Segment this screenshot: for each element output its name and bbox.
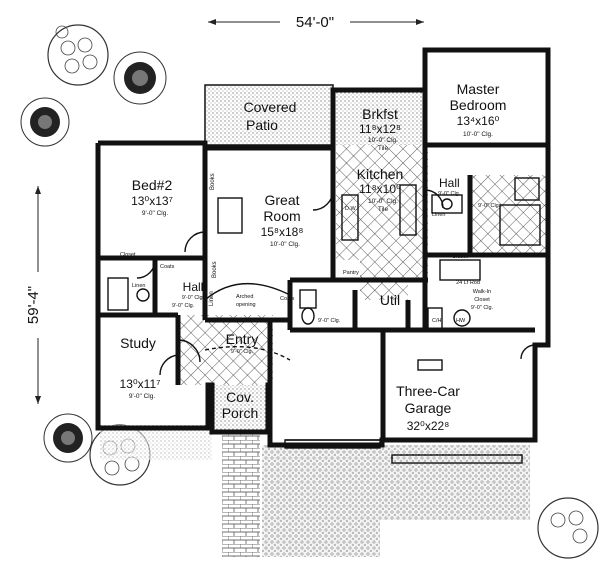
tree-dark-2 [20,97,70,147]
label-study: Study 13⁰x11⁷ 9'-0" Clg. [120,335,161,400]
interior-walls [98,90,548,440]
shrub-bottom-right [537,497,599,559]
svg-text:Kitchen: Kitchen [357,166,404,182]
svg-text:Porch: Porch [222,405,259,421]
driveway-area [262,445,530,557]
depth-label: 59'-4" [25,286,42,324]
shrub-top-left [47,24,109,86]
bath-clg-label: 9'-0" Clg. [172,303,195,309]
left-bed-planting [100,425,212,460]
closet-bed2-label: Closet [120,252,136,258]
svg-text:Hall: Hall [439,176,460,190]
dimension-width: 54'-0" [208,14,424,31]
label-covered-patio: Covered Patio [244,99,297,133]
svg-text:Master: Master [457,81,500,97]
tree-dark-3 [43,413,93,463]
label-cov-porch: Cov. Porch [222,389,259,421]
svg-text:Covered: Covered [244,99,297,115]
svg-text:Util: Util [380,292,400,308]
svg-text:Bed#2: Bed#2 [132,177,173,193]
label-bed2: Bed#2 13⁰x13⁷ 9'-0" Clg. [131,177,173,217]
svg-text:Great: Great [264,192,299,208]
covered-patio-floor [204,84,334,146]
linen-master-label: Linen [432,212,445,218]
svg-text:Brkfst: Brkfst [362,106,398,122]
svg-text:Hall: Hall [183,280,204,294]
svg-text:10'-0" Clg.: 10'-0" Clg. [270,241,300,248]
svg-text:9'-0" Clg.: 9'-0" Clg. [142,210,169,217]
closet-master-label: Closet [452,254,468,260]
svg-text:9'-0" Clg.: 9'-0" Clg. [471,305,494,311]
svg-text:Bedroom: Bedroom [450,97,507,113]
coats-entry-label: Coats [280,296,295,302]
entry-tile [178,315,273,385]
svg-text:24 Lf Rod: 24 Lf Rod [456,280,480,286]
svg-text:Closet: Closet [474,297,490,303]
svg-text:15⁸x18⁸: 15⁸x18⁸ [261,225,304,239]
label-brkfst: Brkfst 11⁸x12⁸ 10'-0" Clg. Tile [359,106,401,152]
label-util: Util [380,292,400,308]
hw-label: HW [456,318,466,324]
label-entry: Entry 9'-0" Clg. [226,331,259,355]
svg-text:9'-0" Clg.: 9'-0" Clg. [438,191,461,197]
dw-label: D.W. [345,206,357,212]
svg-text:9'-0" Clg.: 9'-0" Clg. [231,349,254,355]
svg-text:Study: Study [120,335,156,351]
svg-text:Entry: Entry [226,331,259,347]
dimension-depth: 59'-4" [25,186,42,404]
books-left-label: Books [210,173,216,190]
tree-dark-1 [113,51,167,105]
svg-text:Garage: Garage [405,400,452,416]
label-master-bedroom: Master Bedroom 13⁴x16⁰ 10'-0" Clg. [450,81,507,138]
kitchen-tile-floor [336,145,428,300]
walkway-bricks [222,432,260,557]
linen-entry-label: Linen [209,291,215,306]
arched-label-1: Arched [236,294,253,300]
svg-text:Three-Car: Three-Car [396,383,460,399]
label-hall-master: Hall 9'-0" Clg. [438,176,461,197]
pantry-label: Pantry [343,270,359,276]
svg-text:Tile: Tile [378,206,389,213]
wc-clg-label: 9'-0" Clg. [318,318,341,324]
svg-text:13⁴x16⁰: 13⁴x16⁰ [457,114,500,128]
svg-text:10'-0" Clg.: 10'-0" Clg. [463,131,493,138]
bath-master-clg-label: 9'-0" Clg. [478,203,501,209]
brkfst-floor [335,90,425,145]
label-walkin-closet: 24 Lf Rod Walk-In Closet 9'-0" Clg. [456,280,494,311]
coats-hall-label: Coats [160,264,175,270]
label-great-room: Great Room 15⁸x18⁸ 10'-0" Clg. [261,192,304,248]
svg-text:32⁰x22⁸: 32⁰x22⁸ [407,419,450,433]
svg-text:10'-0" Clg.: 10'-0" Clg. [368,137,398,144]
svg-text:Room: Room [263,208,300,224]
small-labels: Closet Closet Coats Coats Linen Linen Li… [120,173,501,324]
width-label: 54'-0" [296,14,334,31]
arched-label-2: opening [236,302,256,308]
svg-text:Cov.: Cov. [226,389,254,405]
svg-text:Patio: Patio [246,117,278,133]
svg-text:Walk-In: Walk-In [473,289,491,295]
label-hall: Hall 9'-0" Clg. [182,280,205,301]
ch-label: C/H [432,318,442,324]
svg-text:9'-0" Clg.: 9'-0" Clg. [182,295,205,301]
svg-text:10'-0" Clg.: 10'-0" Clg. [368,198,398,205]
svg-text:11⁸x12⁸: 11⁸x12⁸ [359,122,401,136]
books-right-label: Books [212,261,218,278]
svg-text:9'-0" Clg.: 9'-0" Clg. [129,393,156,400]
svg-text:11⁸x10⁰: 11⁸x10⁰ [359,182,401,196]
fixtures [107,177,541,464]
svg-text:13⁰x11⁷: 13⁰x11⁷ [120,377,161,391]
svg-text:13⁰x13⁷: 13⁰x13⁷ [131,194,173,208]
porch-floor [212,385,268,433]
svg-text:Tile: Tile [378,145,389,152]
master-bath-tile [472,175,547,255]
linen-hall-label: Linen [132,283,145,289]
label-garage: Three-Car Garage 32⁰x22⁸ [396,383,460,433]
label-kitchen: Kitchen 11⁸x10⁰ 10'-0" Clg. Tile [357,166,404,213]
